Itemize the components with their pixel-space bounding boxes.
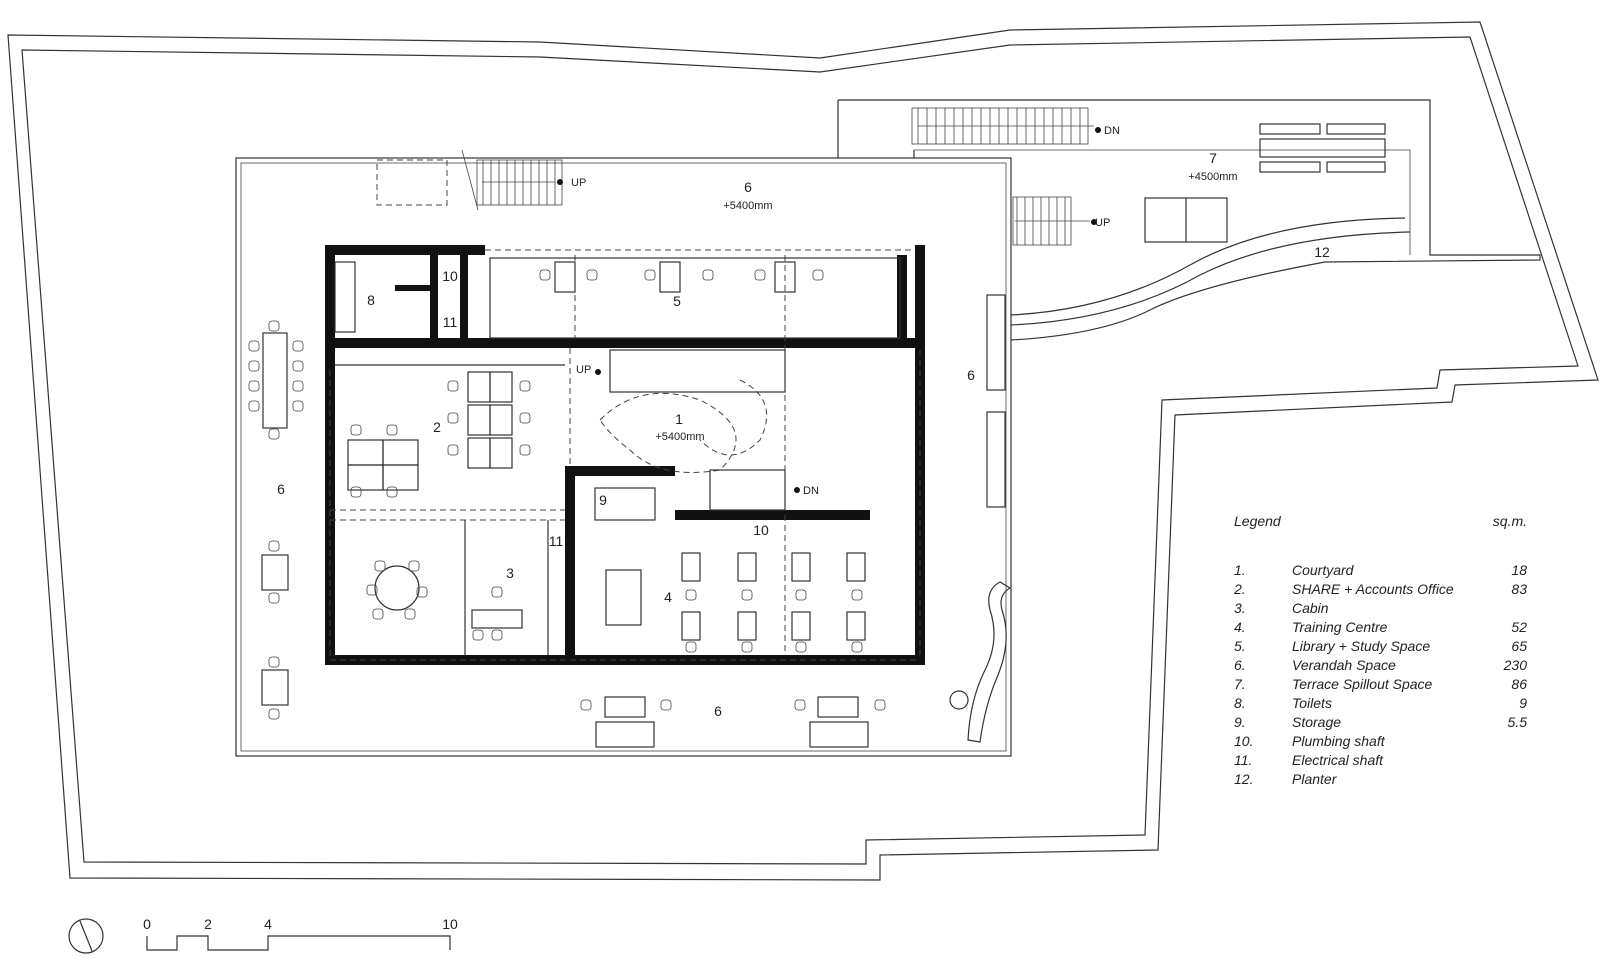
legend-item-name: Terrace Spillout Space: [1292, 676, 1433, 692]
legend-item-area: 52: [1511, 619, 1527, 635]
legend-item-name: Verandah Space: [1292, 657, 1396, 673]
legend-item-name: Electrical shaft: [1292, 752, 1384, 768]
scale-tick-label: 10: [442, 916, 458, 932]
scale-tick-label: 0: [143, 916, 151, 932]
room-3-label: 3: [506, 565, 514, 581]
legend-unit-header: sq.m.: [1493, 513, 1527, 529]
legend-item-name: Storage: [1292, 714, 1341, 730]
room-1-level: +5400mm: [655, 431, 704, 443]
legend: Legend sq.m. 1. Courtyard 18 2. SHARE + Acco…: [1233, 513, 1527, 787]
scale-tick-label: 2: [204, 916, 212, 932]
planter-curve-inner: [1010, 217, 1406, 316]
legend-item-number: 11.: [1234, 752, 1252, 768]
north-arrow: [68, 918, 104, 954]
room-7-label: 7: [1209, 150, 1217, 166]
legend-item-area: 83: [1511, 581, 1527, 597]
room-6-label-bottom: 6: [714, 703, 722, 719]
legend-item-name: Library + Study Space: [1292, 638, 1430, 654]
verandah-furniture: [261, 294, 1012, 748]
verandah-stair-up: [376, 149, 563, 211]
legend-item-name: Planter: [1292, 771, 1338, 787]
stair-up-label-1: UP: [571, 177, 586, 189]
room-6-label-top: 6: [744, 179, 752, 195]
terrace-stair-dn: [911, 107, 1101, 145]
room-6-level-top: +5400mm: [723, 200, 772, 212]
room-6-label-left: 6: [277, 481, 285, 497]
window-lines: [329, 249, 921, 661]
legend-item-area: 65: [1511, 638, 1527, 654]
legend-item-number: 5.: [1234, 638, 1246, 654]
terrace-furniture: [1144, 123, 1386, 243]
legend-item-number: 10.: [1234, 733, 1253, 749]
legend-item-number: 8.: [1234, 695, 1246, 711]
room-10-label-b: 10: [753, 522, 769, 538]
site-boundary-inner: [21, 36, 1579, 865]
room-5-label: 5: [673, 293, 681, 309]
legend-item-number: 9.: [1234, 714, 1246, 730]
legend-item-name: Plumbing shaft: [1292, 733, 1386, 749]
terrace-stair-up: [1012, 196, 1097, 246]
room-4-label: 4: [664, 589, 672, 605]
legend-item-name: Cabin: [1292, 600, 1329, 616]
room-2-label: 2: [433, 419, 441, 435]
legend-item-area: 230: [1503, 657, 1528, 673]
room-11-label-a: 11: [443, 314, 458, 330]
chairs: [248, 269, 886, 720]
room-7-level: +4500mm: [1188, 171, 1237, 183]
room-8-label: 8: [367, 292, 375, 308]
verandah-slab-inner: [240, 162, 1007, 752]
building-walls: [325, 245, 925, 665]
stair-dn-label-1: DN: [1104, 125, 1120, 137]
planter-curve-outer: [1010, 231, 1411, 326]
legend-item-area: 18: [1511, 562, 1527, 578]
terrace-inner-edge: [914, 149, 1411, 255]
legend-item-name: Toilets: [1292, 695, 1332, 711]
verandah-slab: [235, 157, 1012, 757]
legend-item-number: 7.: [1234, 676, 1246, 692]
stair-up-label-2: UP: [1095, 217, 1110, 229]
legend-item-number: 3.: [1234, 600, 1246, 616]
office-furniture: [334, 261, 866, 641]
legend-item-name: Training Centre: [1292, 619, 1388, 635]
legend-item-name: Courtyard: [1292, 562, 1355, 578]
stair-dn-label-2: DN: [803, 485, 819, 497]
room-6-label-right: 6: [967, 367, 975, 383]
interior-partitions: [335, 257, 901, 655]
legend-item-number: 4.: [1234, 619, 1246, 635]
scale-tick-label: 4: [264, 916, 272, 932]
terrace-outline: [838, 99, 1541, 341]
legend-item-area: 86: [1511, 676, 1527, 692]
legend-item-name: SHARE + Accounts Office: [1292, 581, 1454, 597]
scale-bar: 0 2 4 10: [143, 916, 458, 951]
legend-item-number: 12.: [1234, 771, 1253, 787]
room-11-label-b: 11: [549, 533, 564, 549]
legend-item-number: 2.: [1233, 581, 1246, 597]
stair-up-label-3: UP: [576, 364, 591, 376]
room-1-label: 1: [675, 411, 683, 427]
legend-item-area: 9: [1519, 695, 1527, 711]
site-boundary-outer: [7, 21, 1599, 881]
legend-item-number: 6.: [1234, 657, 1246, 673]
room-12-label: 12: [1314, 244, 1330, 260]
legend-title: Legend: [1234, 513, 1282, 529]
room-10-label-a: 10: [442, 268, 458, 284]
legend-item-number: 1.: [1234, 562, 1246, 578]
legend-item-area: 5.5: [1508, 714, 1528, 730]
room-9-label: 9: [599, 492, 607, 508]
